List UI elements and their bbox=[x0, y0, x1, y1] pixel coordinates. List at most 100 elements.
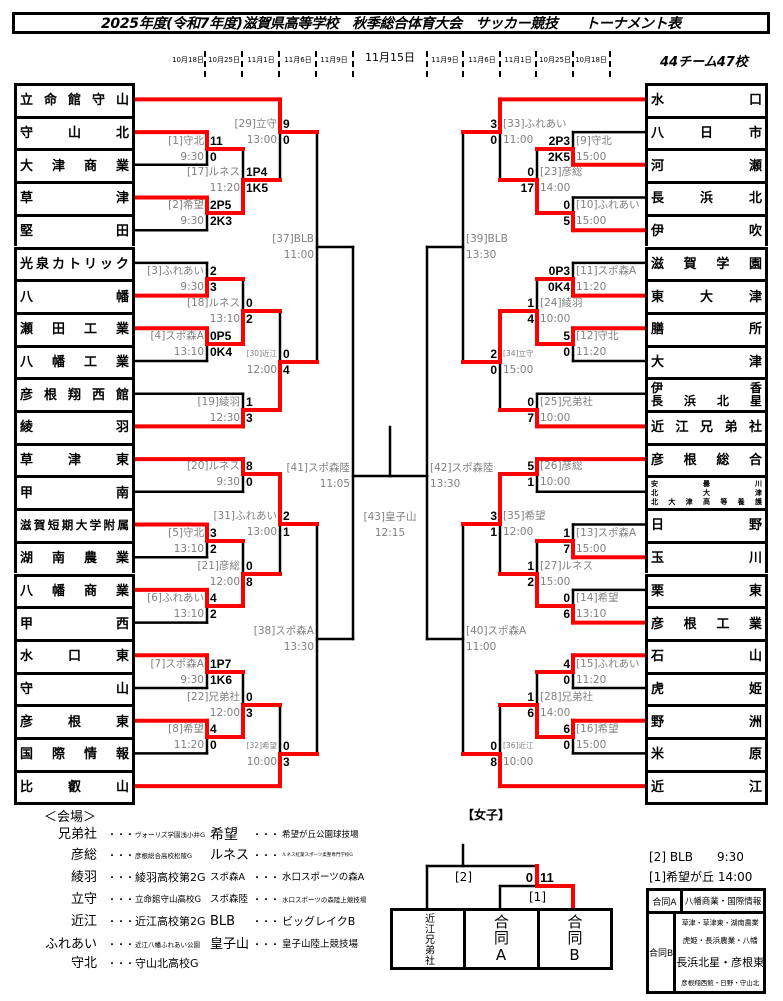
combined-team-schools: 八幡商業・国際情報 bbox=[683, 891, 763, 911]
team-name: 守山 bbox=[20, 682, 129, 697]
match-time: 11:20 bbox=[576, 674, 607, 686]
team-name: 光泉カトリック bbox=[20, 257, 129, 272]
team-name-char: 彦 bbox=[20, 387, 34, 403]
team-name-char: 津 bbox=[67, 453, 81, 469]
team-name-char: 西 bbox=[91, 387, 105, 403]
venue-name: 希望が丘公園球技場 bbox=[282, 830, 359, 840]
match-label: [28]兄弟社 bbox=[540, 691, 594, 703]
date-separator bbox=[315, 51, 317, 77]
match-label: [17]ルネス bbox=[186, 166, 240, 178]
team-name: 膳所 bbox=[651, 322, 762, 337]
team-name-char: 学 bbox=[716, 256, 730, 272]
match-time: 15:00 bbox=[503, 364, 534, 376]
team-name-char: 瀬 bbox=[748, 158, 762, 174]
team-name-char: 星 bbox=[749, 394, 762, 409]
venue-abbr: 希望 bbox=[210, 827, 238, 843]
team-cell-right: 日野 bbox=[645, 508, 768, 541]
score-top: 0 bbox=[563, 198, 570, 212]
match-time: 12:00 bbox=[503, 526, 534, 538]
match-label: [25]兄弟社 bbox=[540, 396, 594, 408]
team-name-char: 香 bbox=[749, 381, 762, 396]
match-time: 15:00 bbox=[576, 151, 607, 163]
team-name-char: 社 bbox=[748, 420, 762, 436]
team-name-char: 南 bbox=[115, 485, 129, 501]
team-name-char: 水 bbox=[20, 649, 34, 665]
score-bottom: 2K5 bbox=[547, 150, 570, 164]
team-name-char: 浜 bbox=[699, 191, 713, 207]
team-name-char: 業 bbox=[115, 322, 129, 338]
team-name-char: 栗 bbox=[651, 583, 665, 599]
team-name-char: 北 bbox=[651, 488, 658, 497]
match-label: [21]彦総 bbox=[197, 560, 240, 572]
match-label: [8]希望 bbox=[168, 723, 204, 735]
team-cell-right: 虎姫 bbox=[645, 671, 768, 705]
team-cell-left: 比叡山 bbox=[14, 769, 135, 806]
team-name-char: 湖 bbox=[20, 551, 34, 567]
match-time: 13:10 bbox=[173, 608, 204, 620]
match-time: 11:00 bbox=[503, 134, 534, 146]
final-match-time: 12:15 bbox=[374, 527, 406, 539]
score-bottom: 2K3 bbox=[210, 214, 233, 228]
score-top: 3 bbox=[490, 509, 497, 523]
venue-name: 彦根総合高校松陵G bbox=[135, 852, 193, 860]
team-name-char: 東 bbox=[651, 289, 665, 305]
score-bottom: 6 bbox=[563, 607, 570, 621]
team-cell-right: 安曇川北大津北大津高等養護 bbox=[645, 475, 768, 509]
match-time: 11:05 bbox=[319, 478, 350, 490]
score-top: 1 bbox=[527, 559, 534, 573]
team-name: 玉川 bbox=[651, 551, 762, 566]
team-name-char: 津 bbox=[748, 354, 762, 370]
venue-abbr: 立守 bbox=[70, 892, 97, 907]
team-name-char: 期 bbox=[61, 518, 74, 533]
venue-row: 近江 ・・・ 近江高校第2G BLB ・・・ ビッグレイクB bbox=[0, 914, 783, 930]
team-cell-right: 彦根工業 bbox=[645, 606, 768, 639]
date-left-round4: 11月6日 bbox=[284, 56, 312, 64]
venue-separator: ・・・ bbox=[253, 895, 280, 904]
team-name-char: 学 bbox=[89, 518, 102, 533]
score-top: 0 bbox=[490, 739, 497, 753]
team-name-char: 八 bbox=[20, 289, 34, 305]
score-top: 0 bbox=[246, 690, 253, 704]
date-left-round1: 10月18日 bbox=[172, 56, 204, 64]
team-cell-right: 石山 bbox=[645, 638, 768, 672]
team-cell-left: 湖南農業 bbox=[14, 540, 135, 574]
team-cell-left: 守山 bbox=[14, 671, 135, 705]
score-top: 0 bbox=[283, 739, 290, 753]
team-name-char: ッ bbox=[99, 256, 113, 272]
score-top: 2P3 bbox=[548, 134, 570, 148]
team-name: 水口東 bbox=[20, 649, 129, 664]
team-name: 河瀬 bbox=[651, 159, 762, 174]
venue-abbr: BLB bbox=[210, 914, 236, 929]
team-name-char: 東 bbox=[115, 453, 129, 469]
team-name-char: 立 bbox=[20, 93, 34, 109]
team-name-char: 附 bbox=[103, 518, 116, 533]
match-label: [36]近江 bbox=[503, 741, 534, 750]
match-label: [3]ふれあい bbox=[147, 265, 204, 277]
team-name-char: 山 bbox=[115, 780, 129, 796]
score-bottom: 6 bbox=[527, 706, 534, 720]
team-cell-right: 長浜北 bbox=[645, 181, 768, 214]
venue-name: 皇子山陸上競技場 bbox=[282, 939, 359, 950]
team-name-char: 光 bbox=[20, 256, 34, 272]
team-name-line: 北大津高等養護 bbox=[651, 498, 762, 507]
venue-separator: ・・・ bbox=[108, 940, 135, 949]
venue-row: 守北 ・・・ 守山北高校G bbox=[0, 956, 783, 972]
team-name-char: 彦 bbox=[651, 453, 665, 469]
team-cell-right: 膳所 bbox=[645, 311, 768, 345]
match-time: 10:00 bbox=[246, 756, 277, 768]
venue-abbr: スポ森A bbox=[210, 872, 245, 883]
match-label: [29]立守 bbox=[234, 118, 277, 130]
venue-separator: ・・・ bbox=[108, 851, 135, 860]
team-name-char: ト bbox=[67, 256, 81, 272]
team-name: 甲南 bbox=[20, 486, 129, 501]
score-bottom: 8 bbox=[246, 575, 253, 589]
team-name: 日野 bbox=[651, 518, 762, 533]
match-label: [22]兄弟社 bbox=[186, 691, 240, 703]
match-label: [23]彦総 bbox=[540, 166, 583, 178]
team-name-char: 田 bbox=[51, 322, 65, 338]
match-label: [31]ふれあい bbox=[213, 510, 277, 522]
team-cell-right: 野洲 bbox=[645, 704, 768, 737]
team-name-char: 根 bbox=[43, 387, 57, 403]
team-name-char: 工 bbox=[83, 354, 97, 370]
score-top: 1P7 bbox=[210, 657, 232, 671]
